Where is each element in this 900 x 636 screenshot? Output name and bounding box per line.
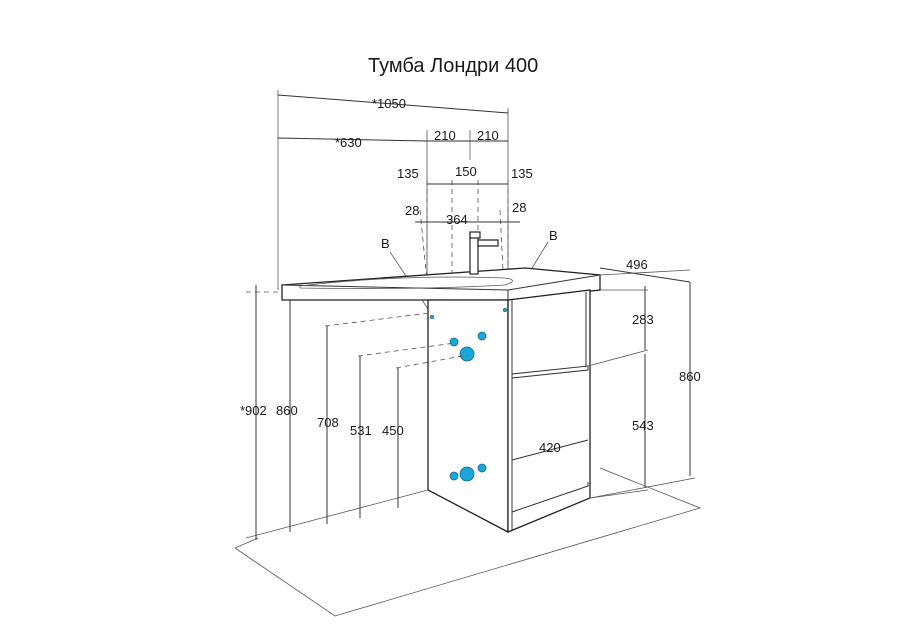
- drain-hole-icon: [459, 466, 475, 482]
- hole-icon: [449, 337, 459, 347]
- dim-side-left: 135: [397, 166, 419, 181]
- dim-height-860-right: 860: [679, 369, 701, 384]
- dim-sink-offset: *630: [335, 135, 362, 150]
- floor-outline: [234, 467, 702, 617]
- hole-icon: [449, 471, 459, 481]
- dim-edge-left: 28: [405, 203, 419, 218]
- dim-edge-right: 28: [512, 200, 526, 215]
- label-b-right: B: [549, 228, 558, 243]
- hole-icon: [429, 314, 434, 319]
- dim-half-right: 210: [477, 128, 499, 143]
- dim-center: 150: [455, 164, 477, 179]
- dim-drawer-top: 283: [632, 312, 654, 327]
- dim-total-width: *1050: [372, 96, 406, 111]
- drain-hole-icon: [459, 346, 475, 362]
- left-dimension-lines: [255, 285, 399, 540]
- cabinet-body: [427, 289, 591, 534]
- right-dimension-lines: [511, 267, 696, 499]
- label-b-left: B: [381, 236, 390, 251]
- dim-height-708: 708: [317, 415, 339, 430]
- dim-side-right: 135: [511, 166, 533, 181]
- mounting-holes: [429, 307, 507, 482]
- dim-height-450: 450: [382, 423, 404, 438]
- faucet-icon: [469, 231, 499, 275]
- dim-height-860-left: 860: [276, 403, 298, 418]
- dim-height-total: *902: [240, 403, 267, 418]
- hole-icon: [502, 307, 507, 312]
- dim-hole-span: 364: [446, 212, 468, 227]
- hole-icon: [477, 463, 487, 473]
- drawing-title: Тумба Лондри 400: [368, 55, 538, 77]
- top-dimension-lines: [277, 94, 520, 223]
- dim-drawer-width: 420: [539, 440, 561, 455]
- dim-height-531: 531: [350, 423, 372, 438]
- dim-drawer-bottom: 543: [632, 418, 654, 433]
- dim-half-left: 210: [434, 128, 456, 143]
- hole-icon: [477, 331, 487, 341]
- dim-depth: 496: [626, 257, 648, 272]
